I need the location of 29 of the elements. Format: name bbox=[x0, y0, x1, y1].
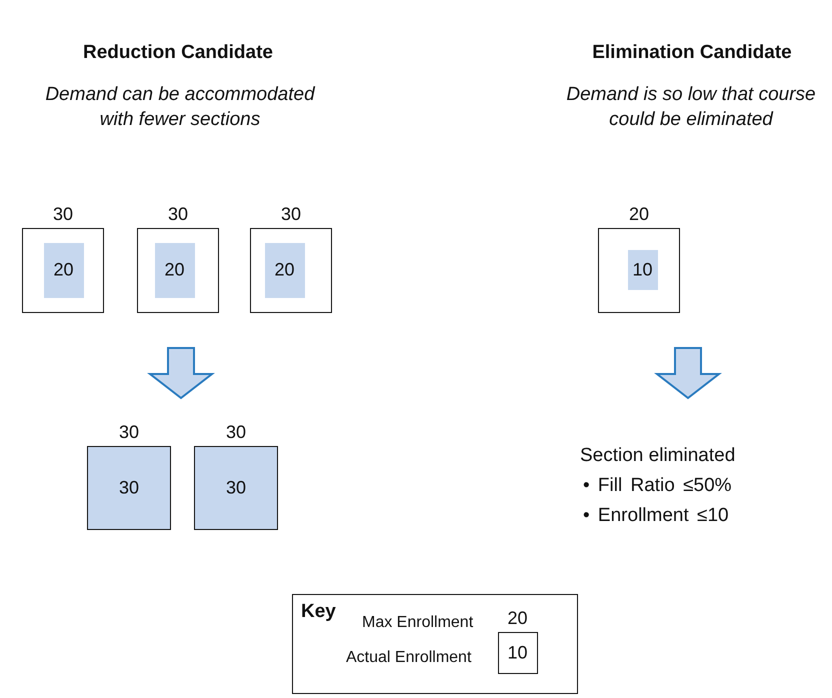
description-text: Demand can be accommodated with fewer sections bbox=[44, 83, 316, 132]
key-label: Actual Enrollment bbox=[346, 648, 472, 668]
enrollment-box bbox=[154, 242, 194, 298]
max-enrollment-number: 20 bbox=[506, 606, 529, 628]
criterion-text: • Enrollment ≤10 bbox=[583, 504, 729, 528]
max-enrollment-number: 30 bbox=[280, 203, 302, 225]
max-enrollment-number: 30 bbox=[118, 421, 140, 443]
max-enrollment-number: 30 bbox=[52, 203, 74, 225]
enrollment-box bbox=[628, 250, 658, 290]
result-text: Section eliminated bbox=[580, 444, 736, 468]
enrollment-box bbox=[264, 242, 304, 298]
actual-enrollment-number: 10 bbox=[506, 642, 529, 663]
key-heading: Key bbox=[301, 601, 336, 623]
actual-enrollment-number: 30 bbox=[224, 478, 248, 498]
key-box bbox=[292, 594, 578, 694]
key-label: Max Enrollment bbox=[362, 613, 474, 633]
actual-enrollment-number: 10 bbox=[631, 259, 654, 280]
criterion-text: • Fill Ratio ≤50% bbox=[583, 474, 732, 498]
max-enrollment-number: 30 bbox=[166, 203, 190, 225]
max-enrollment-number: 20 bbox=[628, 203, 650, 225]
enrollment-box bbox=[44, 242, 84, 298]
max-enrollment-number: 30 bbox=[224, 421, 248, 443]
actual-enrollment-number: 20 bbox=[163, 260, 186, 280]
actual-enrollment-number: 30 bbox=[118, 478, 140, 498]
actual-enrollment-number: 20 bbox=[273, 260, 296, 280]
section-heading: Reduction Candidate bbox=[82, 41, 274, 65]
actual-enrollment-number: 20 bbox=[52, 260, 75, 280]
description-text: Demand is so low that course could be eliminated bbox=[565, 83, 817, 132]
section-heading: Elimination Candidate bbox=[591, 41, 793, 65]
